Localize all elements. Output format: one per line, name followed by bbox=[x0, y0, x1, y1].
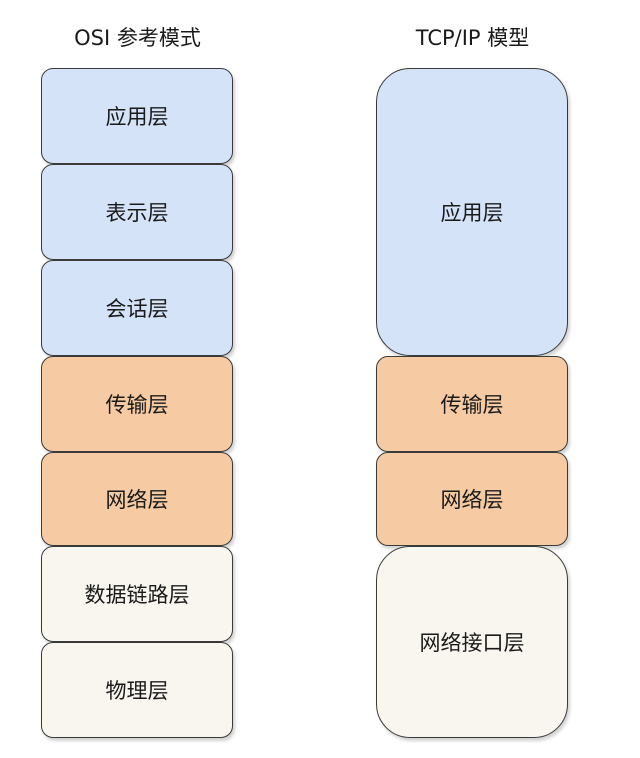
layer-label: 会话层 bbox=[105, 297, 169, 321]
layer-label: 传输层 bbox=[105, 393, 169, 417]
layer-label: 传输层 bbox=[440, 393, 504, 417]
osi-session-layer: 会话层 bbox=[41, 260, 233, 356]
osi-data-link-layer: 数据链路层 bbox=[41, 546, 233, 642]
layer-label: 网络层 bbox=[105, 488, 169, 512]
tcpip-application-layer: 应用层 bbox=[376, 68, 568, 356]
osi-physical-layer: 物理层 bbox=[41, 642, 233, 738]
tcpip-transport-layer: 传输层 bbox=[376, 356, 568, 452]
layer-label: 表示层 bbox=[105, 201, 169, 225]
osi-transport-layer: 传输层 bbox=[41, 356, 233, 452]
layer-label: 网络层 bbox=[440, 488, 504, 512]
tcpip-network-interface-layer: 网络接口层 bbox=[376, 546, 568, 738]
layer-label: 网络接口层 bbox=[419, 631, 525, 655]
osi-network-layer: 网络层 bbox=[41, 452, 233, 546]
tcpip-network-layer: 网络层 bbox=[376, 452, 568, 546]
layer-label: 应用层 bbox=[440, 201, 504, 225]
tcpip-model-title: TCP/IP 模型 bbox=[415, 26, 530, 50]
layer-label: 物理层 bbox=[105, 679, 169, 703]
layer-label: 数据链路层 bbox=[84, 583, 190, 607]
osi-model-title: OSI 参考模式 bbox=[74, 26, 201, 50]
osi-presentation-layer: 表示层 bbox=[41, 164, 233, 260]
layer-label: 应用层 bbox=[105, 105, 169, 129]
osi-application-layer: 应用层 bbox=[41, 68, 233, 164]
